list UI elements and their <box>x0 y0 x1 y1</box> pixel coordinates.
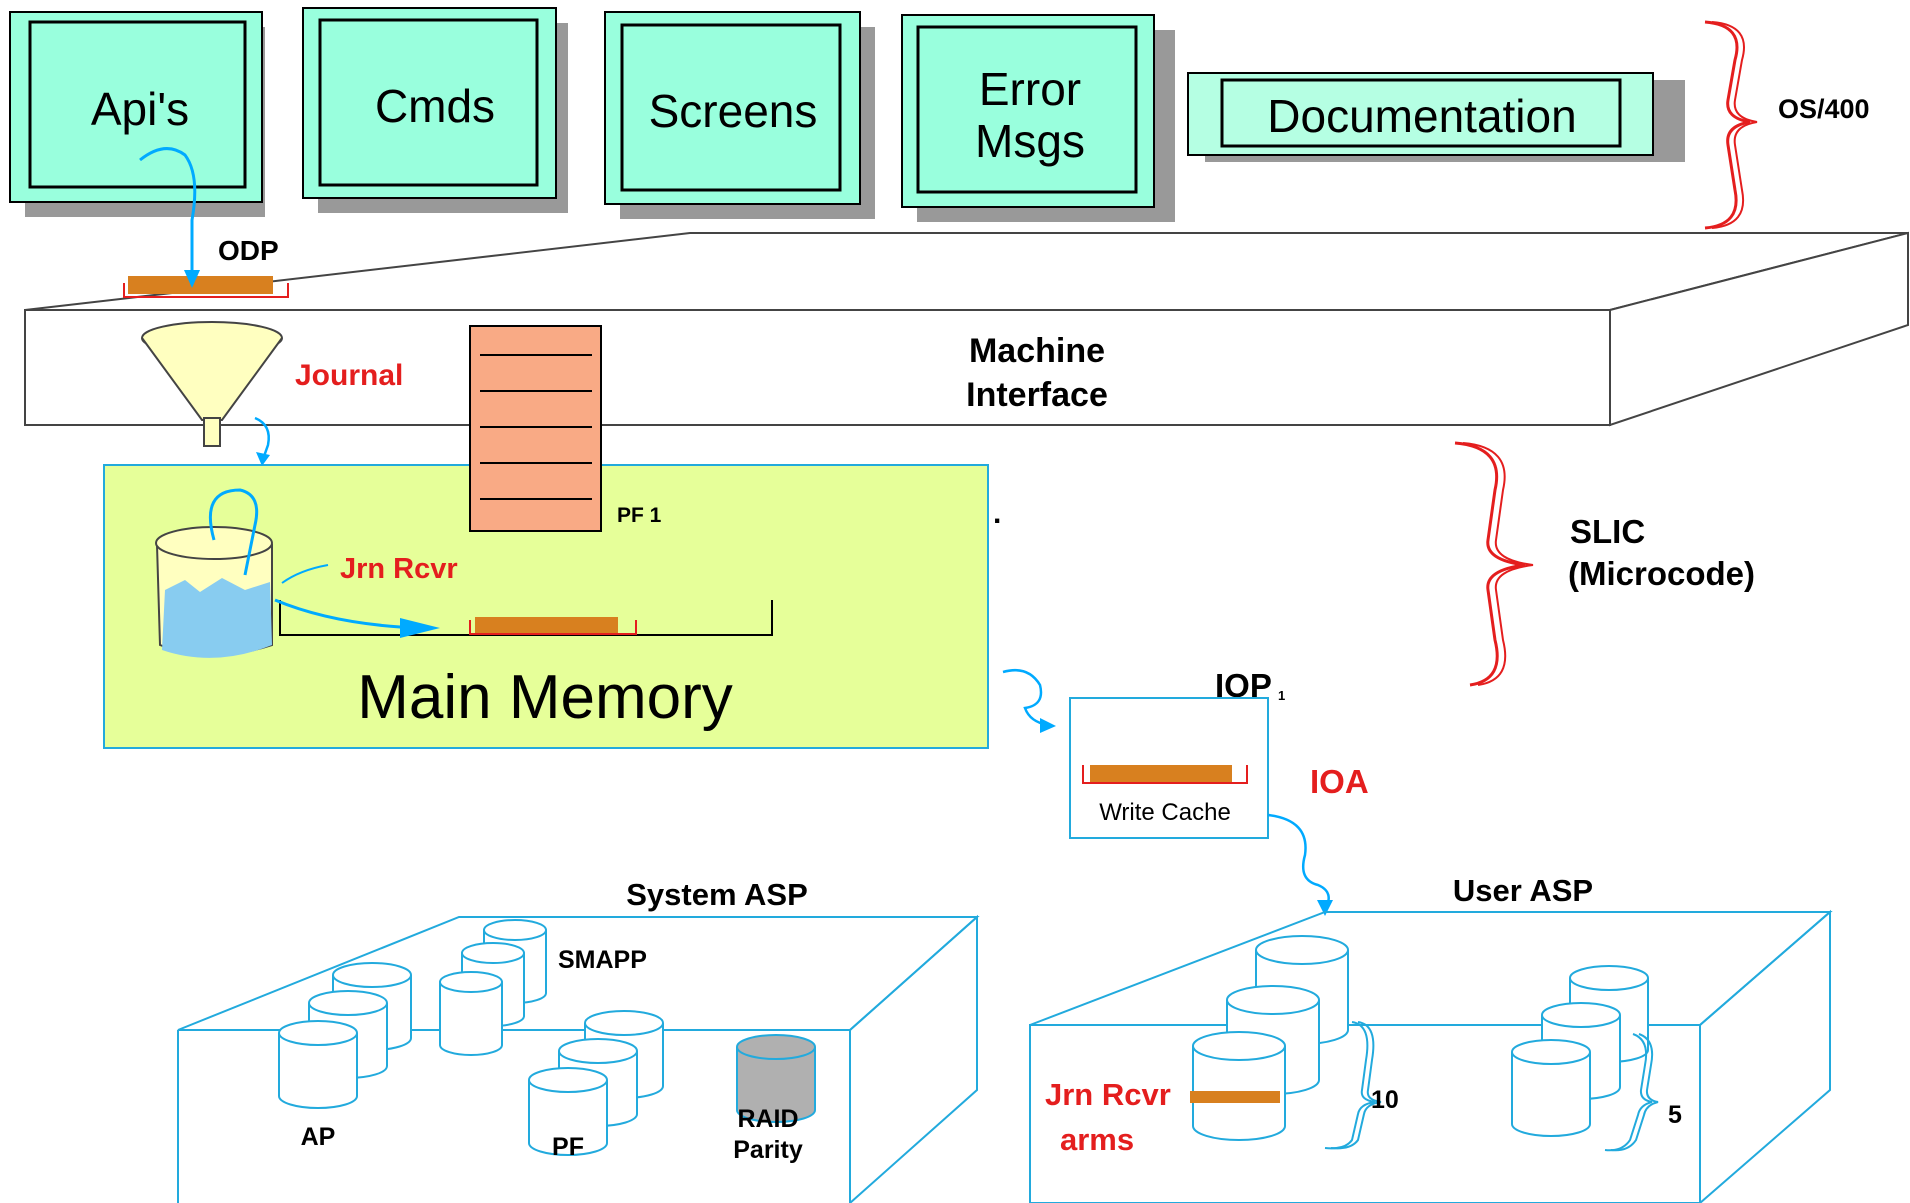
msgs-label: Msgs <box>975 115 1085 167</box>
system-asp-title: System ASP <box>626 877 808 912</box>
journal-label: Journal <box>295 359 403 392</box>
write-cache-bar <box>1090 765 1232 783</box>
interface-label: Interface <box>966 376 1108 414</box>
user-asp-disks <box>1192 935 1649 1141</box>
ioa-label: IOA <box>1310 763 1369 800</box>
os400-label: OS/400 <box>1778 94 1870 124</box>
bucket-icon <box>155 488 273 658</box>
error-msgs-box: Error Msgs <box>901 14 1175 222</box>
apis-box: Api's <box>9 11 265 217</box>
screens-label: Screens <box>649 85 818 137</box>
machine-interface-slab: Machine Interface <box>24 231 1909 427</box>
slic-brace <box>1454 441 1526 687</box>
cmds-label: Cmds <box>375 80 495 132</box>
pf1-label: PF 1 <box>617 504 662 527</box>
odp-bar <box>128 276 273 294</box>
os400-brace <box>1704 20 1751 230</box>
arms-label: arms <box>1060 1122 1134 1157</box>
write-cache-label: Write Cache <box>1099 799 1231 826</box>
iop-to-user-asp-arrow <box>1267 813 1330 911</box>
smapp-label: SMAPP <box>558 946 647 974</box>
ten-disk-brace <box>1324 1021 1376 1150</box>
user-asp-box <box>1029 909 1833 1203</box>
odp-label: ODP <box>218 235 279 266</box>
documentation-box: Documentation <box>1187 72 1685 162</box>
error-label: Error <box>979 63 1081 115</box>
documentation-label: Documentation <box>1267 90 1576 142</box>
parity-label: Parity <box>733 1136 803 1164</box>
machine-label: Machine <box>969 332 1105 370</box>
screens-box: Screens <box>604 11 875 219</box>
apis-label: Api's <box>91 83 189 135</box>
count-10-label: 10 <box>1371 1086 1399 1114</box>
jrn-rcvr-asp-label: Jrn Rcvr <box>1045 1077 1171 1112</box>
microcode-label: (Microcode) <box>1568 555 1755 592</box>
pf1-file-icon <box>469 325 602 532</box>
dot-mark: . <box>993 497 1001 530</box>
raid-parity-disk-icon <box>736 1034 816 1123</box>
journal-funnel-icon <box>141 321 283 447</box>
iop-subscript: 1 <box>1278 688 1285 703</box>
slic-label: SLIC <box>1570 513 1645 550</box>
api-to-odp-arrow <box>139 147 197 282</box>
cmds-box: Cmds <box>302 7 568 213</box>
pf-label: PF <box>552 1133 584 1161</box>
jrn-rcvr-memory-label: Jrn Rcvr <box>340 553 458 585</box>
five-disk-brace <box>1604 1033 1653 1152</box>
ap-label: AP <box>301 1123 336 1151</box>
funnel-to-memory-arrow <box>254 416 270 463</box>
user-asp-title: User ASP <box>1453 873 1593 908</box>
memory-to-iop-arrow <box>1002 668 1050 727</box>
raid-label: RAID <box>737 1105 798 1133</box>
system-asp-disks <box>278 919 664 1156</box>
main-memory-label: Main Memory <box>357 663 733 732</box>
memory-buffer-bar <box>475 617 618 634</box>
arms-bar <box>1190 1091 1280 1103</box>
count-5-label: 5 <box>1668 1101 1682 1129</box>
